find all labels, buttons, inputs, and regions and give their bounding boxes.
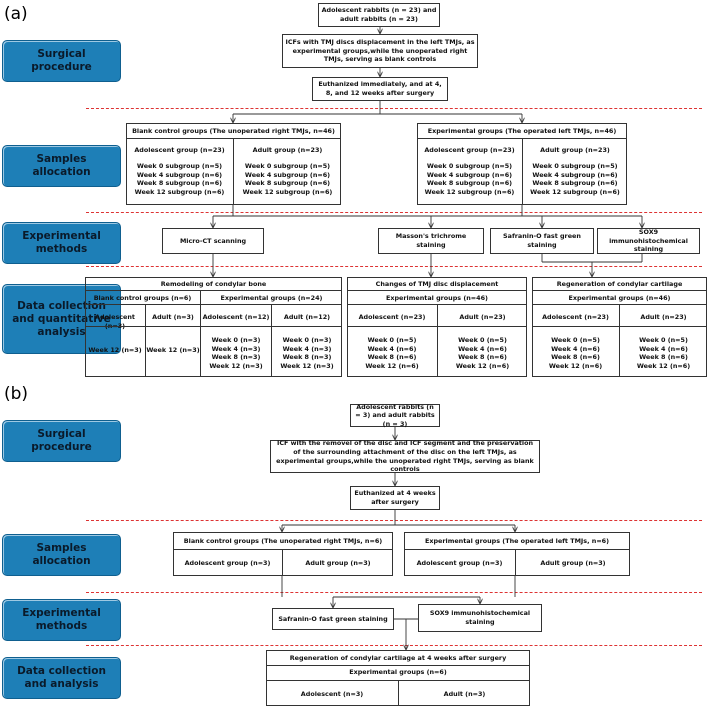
divider [347, 326, 527, 327]
bone-remodeling-title: Remodeling of condylar bone [160, 280, 267, 288]
separator [86, 266, 702, 267]
disc-weeks-adult: Week 0 (n=5) Week 4 (n=6) Week 8 (n=6) W… [455, 336, 510, 370]
divider [282, 549, 283, 576]
adolescent-group-label: Adolescent group (n=3) [184, 559, 271, 567]
bone-adult-blank: Adult (n=3) [152, 313, 194, 321]
bone-adult-exp: Adult (n=12) [283, 313, 331, 321]
divider [200, 290, 201, 377]
cartilage-adult: Adult (n=23) [640, 313, 687, 321]
bone-adolescent-blank: Adolescent (n=3) [95, 313, 135, 330]
cartilage-result-adolescent: Adolescent (n=3) [300, 690, 364, 698]
divider [619, 304, 620, 377]
cartilage-weeks-adult: Week 0 (n=5) Week 4 (n=6) Week 8 (n=6) W… [636, 336, 691, 370]
panel-a-label: (a) [4, 4, 28, 24]
separator [86, 520, 702, 521]
experimental-groups-box-b [404, 532, 630, 576]
cartilage-regeneration-title: Regeneration of condylar cartilage [556, 280, 683, 288]
divider [437, 304, 438, 377]
divider [532, 326, 707, 327]
surgery-box-b: ICF with the removel of the disc and ICF… [270, 439, 540, 473]
bone-experimental-groups: Experimental groups (n=24) [220, 294, 323, 302]
start-box-b: Adolescent rabbits (n = 3) and adult rab… [350, 403, 440, 428]
separator [86, 108, 702, 109]
disc-adult: Adult (n=23) [459, 313, 506, 321]
cartilage-experimental-groups: Experimental groups (n=46) [568, 294, 671, 302]
stage-data-collection-b: Data collection and analysis [2, 657, 121, 699]
bone-week12-adolescent: Week 12 (n=3) [88, 346, 142, 354]
bone-weeks-adult: Week 0 (n=3) Week 4 (n=3) Week 8 (n=3) W… [280, 336, 334, 370]
method-safranin-o-b: Safranin-O fast green staining [272, 608, 394, 630]
divider [233, 138, 234, 205]
adolescent-group-label: Adolescent group (n=3) [416, 559, 503, 567]
divider [515, 549, 516, 576]
method-masson-trichrome: Masson's trichrome staining [378, 228, 484, 254]
surgery-box-a: ICFs with TMJ discs displacement in the … [282, 34, 478, 68]
divider [271, 304, 272, 377]
subgroup-list: Week 0 subgroup (n=5) Week 4 subgroup (n… [134, 162, 225, 196]
divider [145, 304, 146, 377]
adult-group-label: Adult group (n=23) [540, 146, 610, 154]
adult-group-label: Adult group (n=23) [252, 146, 323, 154]
divider [398, 680, 399, 706]
divider [85, 290, 342, 291]
separator [86, 212, 702, 213]
stage-experimental-methods-a: Experimental methods [2, 222, 121, 264]
separator [86, 592, 702, 593]
disc-weeks-adolescent: Week 0 (n=5) Week 4 (n=6) Week 8 (n=6) W… [365, 336, 419, 370]
method-micro-ct: Micro-CT scanning [162, 228, 264, 254]
disc-adolescent: Adolescent (n=23) [358, 313, 426, 321]
adult-group-label: Adult group (n=3) [540, 559, 606, 567]
stage-samples-allocation-b: Samples allocation [2, 534, 121, 576]
euthanized-box-b: Euthanized at 4 weeks after surgery [350, 486, 440, 510]
cartilage-weeks-adolescent: Week 0 (n=5) Week 4 (n=6) Week 8 (n=6) W… [548, 336, 603, 370]
stage-samples-allocation-a: Samples allocation [2, 145, 121, 187]
separator [86, 645, 702, 646]
adolescent-group-label: Adolescent group (n=23) [134, 146, 225, 154]
divider [532, 290, 707, 291]
bone-weeks-adolescent: Week 0 (n=3) Week 4 (n=3) Week 8 (n=3) W… [209, 336, 263, 370]
experimental-title: Experimental groups (The operated left T… [424, 537, 610, 545]
disc-displacement-title: Changes of TMJ disc displacement [375, 280, 499, 288]
cartilage-result-adult: Adult (n=3) [443, 690, 486, 698]
blank-control-title: Blank control groups (The unoperated rig… [183, 537, 383, 545]
blank-control-title: Blank control groups (The unoperated rig… [132, 127, 335, 135]
stage-data-collection-a: Data collection and quantitative analysi… [2, 284, 121, 354]
subgroup-list: Week 0 subgroup (n=5) Week 4 subgroup (n… [242, 162, 333, 196]
bone-week12-adult: Week 12 (n=3) [146, 346, 200, 354]
bone-blank-groups: Blank control groups (n=6) [93, 294, 192, 302]
divider [404, 549, 630, 550]
cartilage-result-title: Regeneration of condylar cartilage at 4 … [289, 654, 507, 662]
subgroup-list: Week 0 subgroup (n=5) Week 4 subgroup (n… [424, 162, 515, 196]
stage-surgical-procedure-b: Surgical procedure [2, 420, 121, 462]
divider [85, 304, 342, 305]
bone-adolescent-exp: Adolescent (n=12) [202, 313, 270, 321]
euthanized-box-a: Euthanized immediately, and at 4, 8, and… [312, 77, 448, 101]
method-sox9-b: SOX9 immunohistochemical staining [418, 604, 542, 632]
cartilage-adolescent: Adolescent (n=23) [542, 313, 609, 321]
panel-b-label: (b) [4, 384, 29, 404]
adult-group-label: Adult group (n=3) [305, 559, 371, 567]
bone-remodeling-table [85, 277, 342, 377]
blank-control-groups-box-b [173, 532, 393, 576]
adolescent-group-label: Adolescent group (n=23) [424, 146, 515, 154]
subgroup-list: Week 0 subgroup (n=5) Week 4 subgroup (n… [530, 162, 620, 196]
experimental-title: Experimental groups (The operated left T… [427, 127, 617, 135]
divider [173, 549, 393, 550]
divider [85, 326, 342, 327]
divider [347, 290, 527, 291]
method-safranin-o: Safranin-O fast green staining [490, 228, 594, 254]
disc-experimental-groups: Experimental groups (n=46) [386, 294, 488, 302]
divider [522, 138, 523, 205]
stage-surgical-procedure-a: Surgical procedure [2, 40, 121, 82]
method-sox9: SOX9 immunohistochemical staining [597, 228, 700, 254]
start-box-a: Adolescent rabbits (n = 23) and adult ra… [318, 3, 440, 27]
stage-experimental-methods-b: Experimental methods [2, 599, 121, 641]
cartilage-result-experimental: Experimental groups (n=6) [349, 668, 447, 676]
divider [266, 665, 530, 666]
